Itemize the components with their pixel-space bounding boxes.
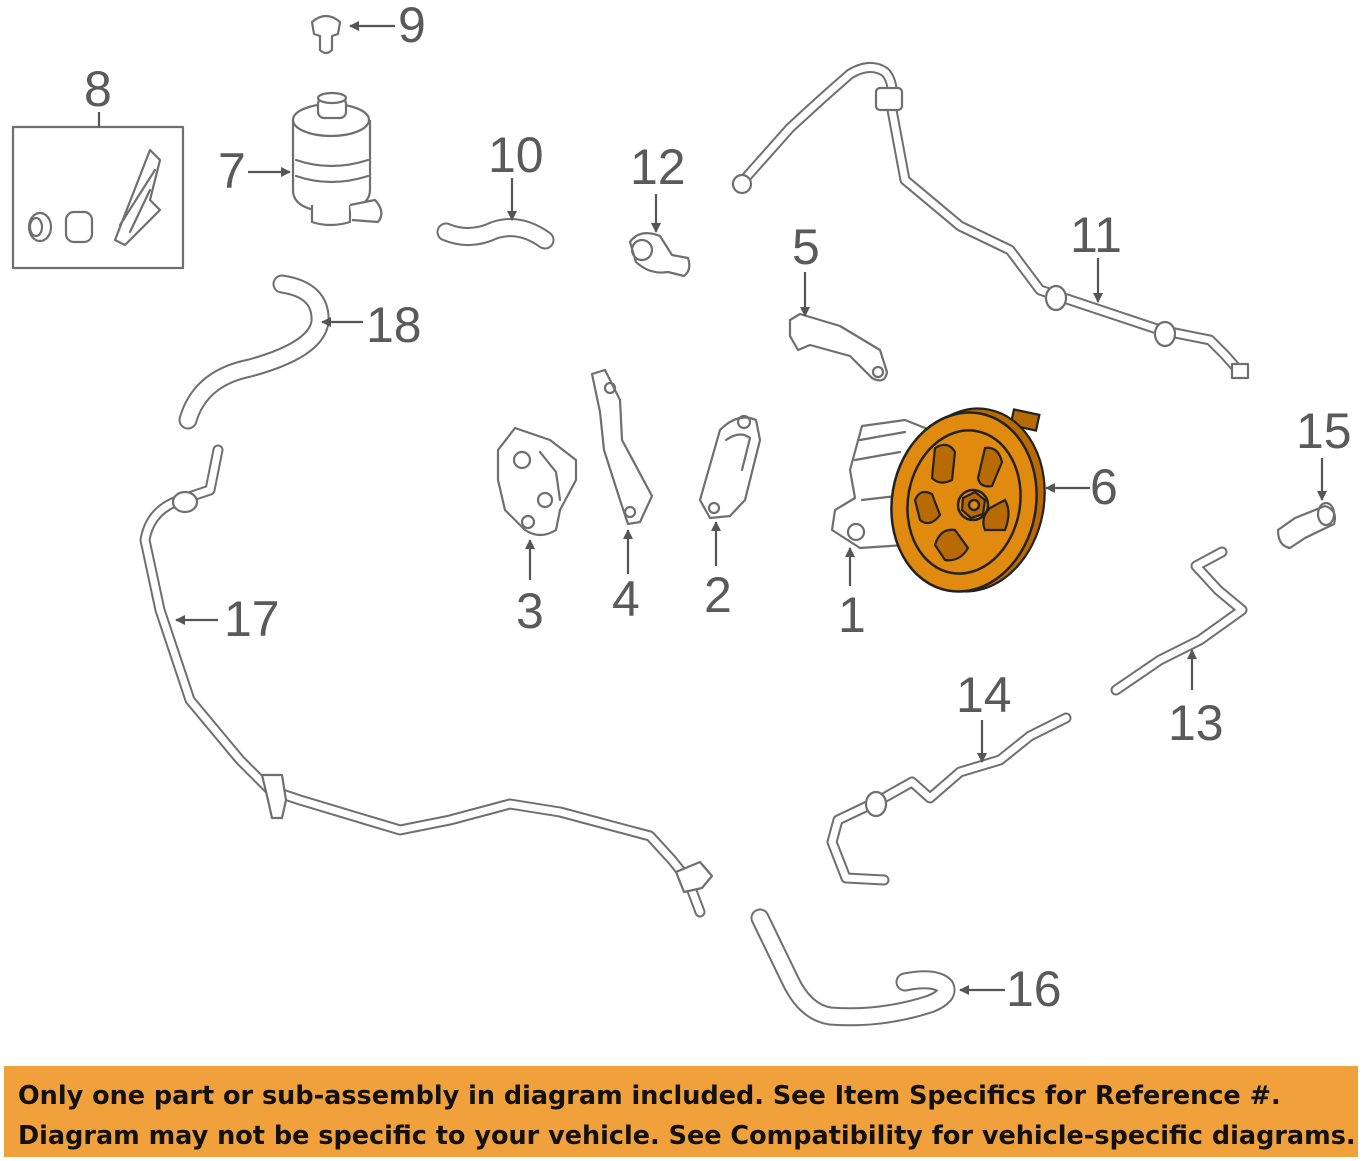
parts-diagram: 1 2 3 4 5 6 7 8 9 10 11 12 13 14 15 16 1… (11, 0, 1352, 1027)
callout-4: 4 (612, 571, 640, 627)
callout-6: 6 (1090, 459, 1118, 515)
part-14-line (826, 712, 1072, 886)
callout-17: 17 (224, 591, 280, 647)
callout-5: 5 (792, 219, 820, 275)
part-8-seal-kit (11, 112, 185, 270)
part-6-pulley (890, 407, 1090, 593)
part-9-clip (310, 14, 395, 55)
part-5-bracket (788, 272, 889, 382)
callout-11: 11 (1070, 207, 1122, 263)
callout-18: 18 (366, 297, 422, 353)
part-16-hose (750, 908, 1005, 1027)
callout-2: 2 (704, 567, 732, 623)
part-17-pressure-line (139, 444, 714, 918)
part-18-hose (178, 274, 363, 430)
callout-10: 10 (488, 127, 544, 183)
callout-7: 7 (218, 143, 246, 199)
callout-3: 3 (516, 583, 544, 639)
callout-16: 16 (1006, 961, 1062, 1017)
part-4-bracket (590, 368, 654, 574)
part-2-bracket (698, 414, 762, 566)
part-12-fitting (628, 194, 691, 278)
part-13-return-line (1110, 546, 1248, 696)
part-3-bracket (496, 426, 578, 580)
part-7-reservoir (248, 91, 383, 227)
callout-8: 8 (84, 61, 112, 117)
callout-9: 9 (398, 0, 426, 53)
disclaimer-line-2: Diagram may not be specific to your vehi… (18, 1121, 1356, 1151)
callout-14: 14 (956, 667, 1012, 723)
callout-13: 13 (1168, 695, 1224, 751)
part-11-pressure-line (731, 62, 1250, 380)
disclaimer-banner: Only one part or sub-assembly in diagram… (4, 1066, 1358, 1157)
callout-12: 12 (630, 139, 686, 195)
callout-15: 15 (1296, 403, 1352, 459)
part-15-bolt (1276, 458, 1337, 550)
callout-1: 1 (838, 587, 866, 643)
disclaimer-line-1: Only one part or sub-assembly in diagram… (18, 1081, 1281, 1111)
part-10-hose (436, 178, 555, 250)
